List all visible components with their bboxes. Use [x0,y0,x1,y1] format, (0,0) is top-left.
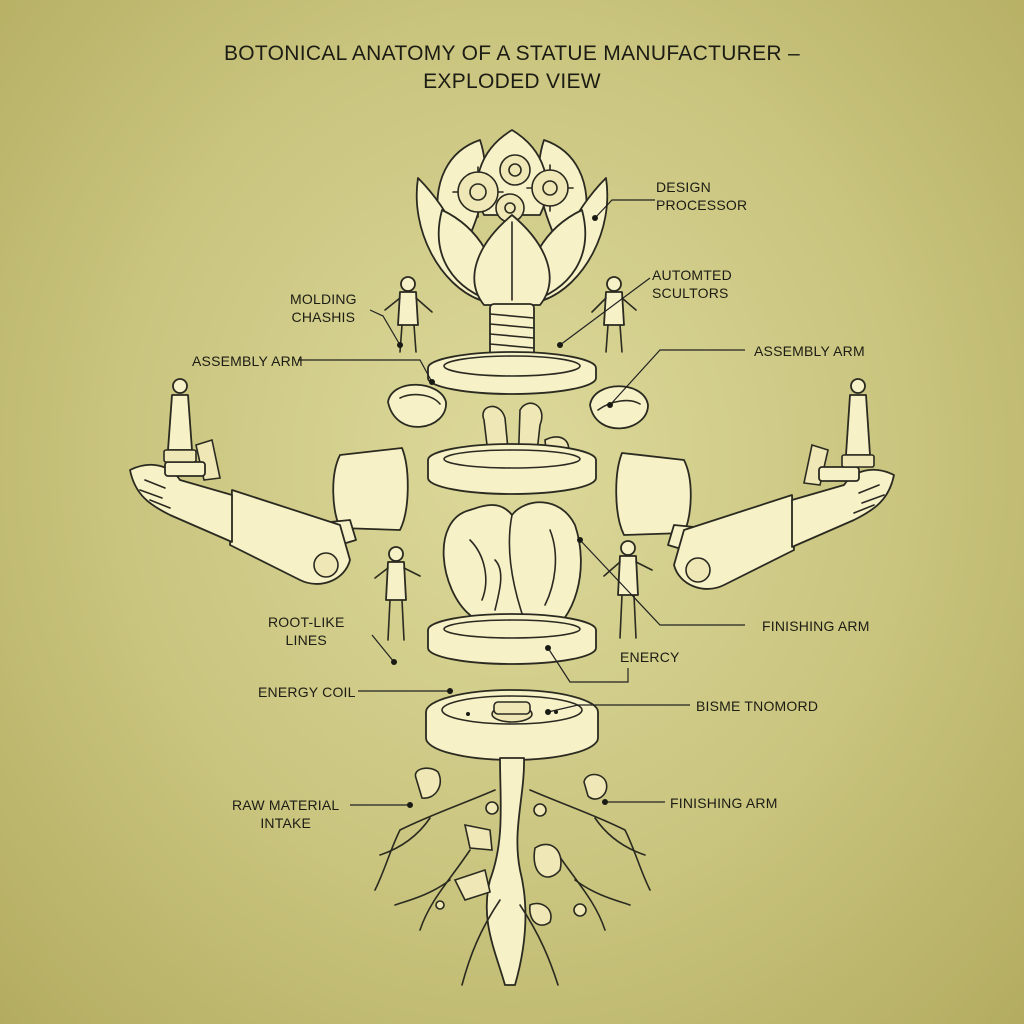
label-raw-material-intake-text: RAW MATERIAL INTAKE [232,797,340,831]
leader-lines [298,199,745,808]
energy-heart [442,501,582,641]
label-assembly-arm-left: ASSEMBLY ARM [192,353,303,369]
label-molding-chassis-text: MOLDING CHASHIS [290,291,357,325]
worker-figure-lower-left [374,546,421,641]
label-energy-coil: ENERGY COIL [258,684,356,700]
label-root-like-lines-text: ROOT-LIKE LINES [268,614,345,648]
label-finishing-arm-upper: FINISHING ARM [762,618,870,634]
energy-ring [427,613,597,665]
title-line-1: BOTONICAL ANATOMY OF A STATUE MANUFACTUR… [223,42,801,65]
right-assembly-arm [615,443,895,590]
label-root-like-lines: ROOT-LIKE LINES [268,613,344,649]
gear-cluster-icon [452,154,574,223]
label-design-processor-text: DESIGN PROCESSOR [656,179,748,213]
worker-figure-lower-right [603,540,653,639]
label-automated-sculptors-text: AUTOMTED SCULTORS [652,267,732,301]
heart-ring-upper [427,402,597,495]
label-molding-chassis: MOLDING CHASHIS [290,290,357,326]
label-design-processor: DESIGN PROCESSOR [656,178,747,214]
label-raw-material-intake: RAW MATERIAL INTAKE [232,796,339,832]
lotus-design-processor [415,129,609,357]
diagram-title: BOTONICAL ANATOMY OF A STATUE MANUFACTUR… [0,40,1024,96]
label-automated-sculptors: AUTOMTED SCULTORS [652,266,732,302]
label-energy: ENERCY [620,649,680,665]
bisme-base-disk [425,689,599,761]
worker-figure-upper-right [591,276,637,353]
root-system [374,757,651,986]
left-dome-cap [387,383,447,428]
left-assembly-arm [129,438,409,585]
label-assembly-arm-right: ASSEMBLY ARM [754,343,865,359]
label-bisme: BISME TNOMORD [696,698,819,714]
label-finishing-arm-lower: FINISHING ARM [670,795,778,811]
molding-ring [427,351,597,395]
right-dome-cap [589,385,649,430]
title-line-2: EXPLODED VIEW [423,70,601,93]
worker-figure-upper-left [384,276,433,353]
left-statue-figure [163,378,197,463]
right-statue-figure [841,378,875,468]
